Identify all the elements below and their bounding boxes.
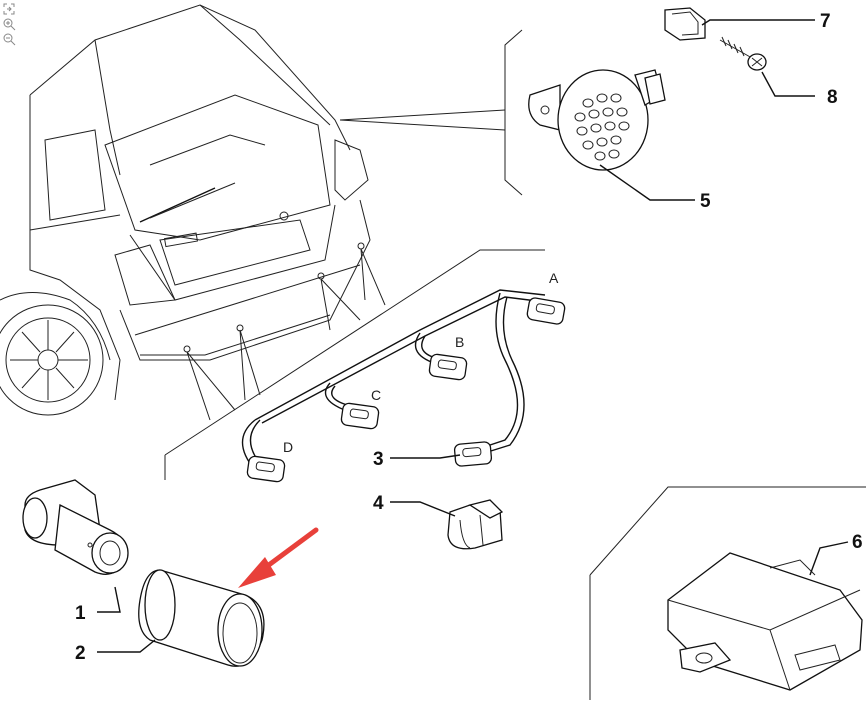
- callout-3: 3: [373, 449, 384, 470]
- screw-part: [719, 36, 767, 71]
- car-rear-illustration: [0, 4, 371, 416]
- callout-leaders: [97, 19, 849, 653]
- zoom-out-icon[interactable]: [2, 32, 16, 46]
- zoom-in-icon[interactable]: [2, 17, 16, 31]
- callout-7: 7: [820, 11, 831, 32]
- spacer-ring-part: [138, 569, 265, 667]
- clip-part: [664, 7, 706, 41]
- buzzer-part: [339, 29, 666, 196]
- wiring-harness: [241, 289, 566, 483]
- connector-label-b: B: [455, 334, 464, 350]
- sensor-part: [22, 479, 129, 575]
- zoom-toolbar: [2, 2, 20, 47]
- callout-6: 6: [852, 532, 863, 553]
- grommet-part: [447, 499, 504, 550]
- connector-label-a: A: [549, 270, 559, 286]
- fit-page-icon[interactable]: [2, 2, 16, 16]
- connector-label-d: D: [283, 439, 293, 455]
- callout-8: 8: [827, 87, 838, 108]
- connector-label-c: C: [371, 387, 381, 403]
- control-unit-part: [589, 486, 866, 700]
- callout-5: 5: [700, 191, 711, 212]
- callout-2: 2: [75, 643, 86, 664]
- sensor-guide-lines: [164, 248, 545, 480]
- highlight-arrow: [238, 527, 319, 588]
- callout-1: 1: [75, 603, 86, 624]
- callout-4: 4: [373, 493, 384, 514]
